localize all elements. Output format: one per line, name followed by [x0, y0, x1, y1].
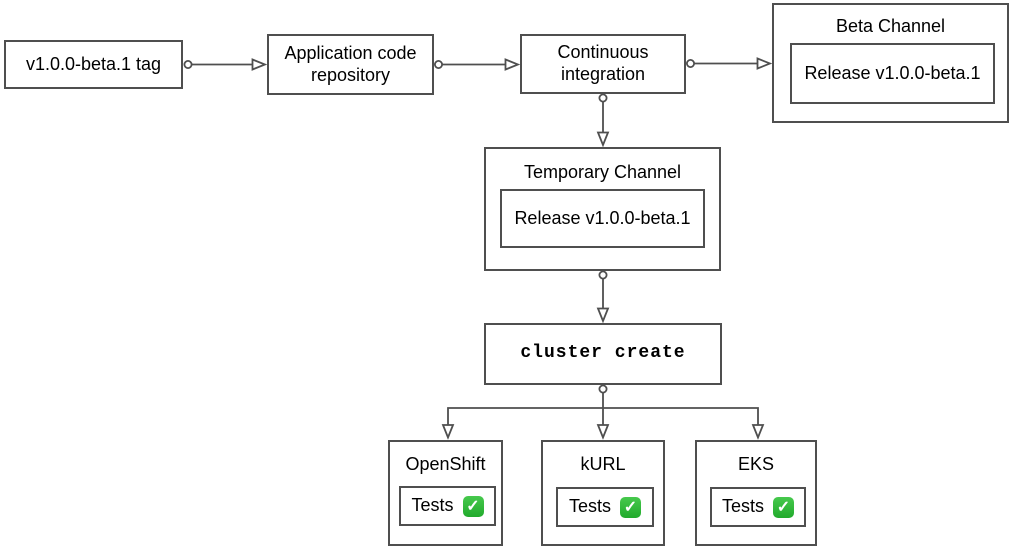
node-temporary-channel: Temporary Channel Release v1.0.0-beta.1: [484, 147, 721, 271]
eks-tests-label: Tests: [721, 496, 764, 517]
node-application-code-repository-label: Application code repository: [284, 42, 417, 85]
kurl-tests-box: Tests ✓: [556, 487, 654, 527]
node-version-tag-label: v1.0.0-beta.1 tag: [25, 53, 162, 74]
beta-release-label: Release v1.0.0-beta.1: [804, 62, 981, 83]
openshift-tests-box: Tests ✓: [399, 486, 496, 526]
kurl-tests-label: Tests: [568, 496, 611, 517]
openshift-title: OpenShift: [405, 454, 486, 474]
node-version-tag: v1.0.0-beta.1 tag: [4, 40, 183, 89]
node-openshift: OpenShift Tests ✓: [388, 440, 503, 546]
beta-channel-title: Beta Channel: [835, 16, 946, 36]
node-cluster-create: cluster create: [484, 323, 722, 385]
check-mark-icon: ✓: [462, 495, 484, 517]
node-beta-release: Release v1.0.0-beta.1: [790, 43, 995, 104]
check-glyph: ✓: [466, 497, 480, 515]
eks-title: EKS: [737, 454, 775, 474]
temporary-release-label: Release v1.0.0-beta.1: [514, 207, 691, 228]
temporary-channel-title: Temporary Channel: [523, 162, 682, 182]
openshift-tests-label: Tests: [411, 495, 454, 516]
node-temporary-release: Release v1.0.0-beta.1: [500, 189, 705, 248]
connector-cluster-create-to-openshift: [448, 407, 603, 438]
kurl-title: kURL: [580, 454, 626, 474]
node-continuous-integration-label: Continuous integration: [557, 42, 649, 84]
check-mark-icon: ✓: [773, 496, 794, 518]
connector-cluster-create-to-eks: [603, 407, 758, 438]
node-continuous-integration: Continuous integration: [520, 34, 686, 94]
node-eks: EKS Tests ✓: [695, 440, 817, 546]
eks-tests-box: Tests ✓: [710, 487, 806, 527]
node-application-code-repository: Application code repository: [267, 34, 434, 95]
cluster-create-label: cluster create: [520, 343, 686, 364]
check-mark-icon: ✓: [620, 496, 641, 518]
node-beta-channel: Beta Channel Release v1.0.0-beta.1: [772, 3, 1009, 123]
node-kurl: kURL Tests ✓: [541, 440, 665, 546]
check-glyph: ✓: [623, 498, 638, 516]
check-glyph: ✓: [776, 498, 791, 516]
